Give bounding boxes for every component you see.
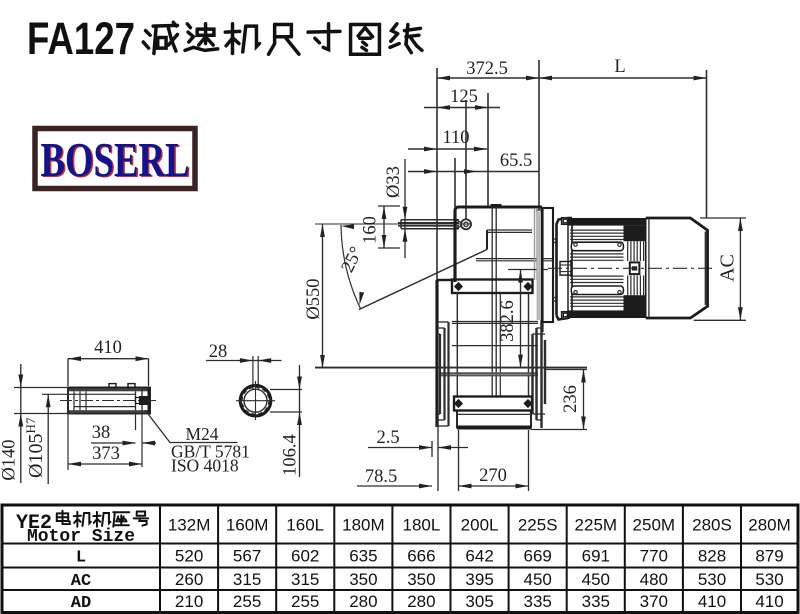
svg-text:450: 450 <box>524 570 552 589</box>
svg-text:280M: 280M <box>748 516 791 535</box>
svg-text:770: 770 <box>640 547 668 566</box>
svg-text:530: 530 <box>755 570 783 589</box>
svg-text:350: 350 <box>349 570 377 589</box>
svg-text:410: 410 <box>755 592 783 611</box>
svg-text:382.6: 382.6 <box>498 300 518 342</box>
svg-text:255: 255 <box>233 592 261 611</box>
svg-text:38: 38 <box>92 423 111 443</box>
svg-text:65.5: 65.5 <box>500 151 532 171</box>
svg-text:410: 410 <box>94 338 122 358</box>
svg-text:315: 315 <box>291 570 319 589</box>
svg-text:GB/T 5781: GB/T 5781 <box>171 442 250 462</box>
svg-text:28: 28 <box>209 342 228 362</box>
svg-text:255: 255 <box>291 592 319 611</box>
svg-text:ISO 4018: ISO 4018 <box>171 456 239 476</box>
svg-text:160: 160 <box>361 216 381 244</box>
svg-text:200L: 200L <box>461 516 499 535</box>
svg-text:2.5: 2.5 <box>376 428 399 448</box>
svg-text:BOSERL: BOSERL <box>42 133 191 188</box>
svg-text:305: 305 <box>465 592 493 611</box>
svg-text:AD: AD <box>71 594 91 613</box>
svg-text:160L: 160L <box>286 516 324 535</box>
svg-text:410: 410 <box>698 592 726 611</box>
svg-text:370: 370 <box>640 592 668 611</box>
svg-text:642: 642 <box>465 547 493 566</box>
svg-text:335: 335 <box>524 592 552 611</box>
svg-text:669: 669 <box>524 547 552 566</box>
svg-text:AC: AC <box>717 254 739 282</box>
svg-text:280: 280 <box>407 592 435 611</box>
svg-text:Ø105H7: Ø105H7 <box>23 417 47 478</box>
svg-text:270: 270 <box>479 466 507 486</box>
svg-text:691: 691 <box>582 547 610 566</box>
svg-text:Ø550: Ø550 <box>304 278 324 319</box>
svg-text:160M: 160M <box>226 516 269 535</box>
svg-text:879: 879 <box>755 547 783 566</box>
svg-text:L: L <box>614 57 625 77</box>
svg-text:260: 260 <box>175 570 203 589</box>
svg-text:110: 110 <box>442 128 469 148</box>
svg-text:828: 828 <box>698 547 726 566</box>
svg-text:Ø33: Ø33 <box>384 166 404 198</box>
svg-text:BOSERL: BOSERL <box>41 132 190 187</box>
svg-text:78.5: 78.5 <box>365 467 397 487</box>
svg-text:373: 373 <box>92 444 120 464</box>
svg-text:480: 480 <box>640 570 668 589</box>
svg-text:395: 395 <box>465 570 493 589</box>
svg-text:350: 350 <box>407 570 435 589</box>
svg-text:Motor Size: Motor Size <box>27 527 135 547</box>
svg-text:AC: AC <box>71 572 91 591</box>
svg-text:250M: 250M <box>633 516 676 535</box>
svg-text:225S: 225S <box>518 516 558 535</box>
svg-text:125: 125 <box>450 87 478 107</box>
svg-text:L: L <box>76 549 86 568</box>
svg-text:132M: 132M <box>168 516 211 535</box>
svg-text:335: 335 <box>582 592 610 611</box>
svg-text:180M: 180M <box>342 516 385 535</box>
svg-text:567: 567 <box>233 547 261 566</box>
svg-text:M24: M24 <box>185 424 218 444</box>
svg-text:602: 602 <box>291 547 319 566</box>
svg-text:180L: 180L <box>402 516 440 535</box>
svg-text:520: 520 <box>175 547 203 566</box>
svg-text:106.4: 106.4 <box>281 434 301 476</box>
svg-text:530: 530 <box>698 570 726 589</box>
svg-text:666: 666 <box>407 547 435 566</box>
svg-text:450: 450 <box>582 570 610 589</box>
svg-text:280: 280 <box>349 592 377 611</box>
svg-text:210: 210 <box>175 592 203 611</box>
svg-text:280S: 280S <box>692 516 732 535</box>
svg-text:635: 635 <box>349 547 377 566</box>
svg-text:372.5: 372.5 <box>466 59 508 79</box>
svg-text:236: 236 <box>561 385 581 413</box>
svg-text:Ø140: Ø140 <box>0 439 20 480</box>
svg-text:YE2: YE2 <box>16 512 52 535</box>
svg-text:315: 315 <box>233 570 261 589</box>
svg-text:225M: 225M <box>575 516 618 535</box>
svg-text:FA127: FA127 <box>27 13 135 64</box>
